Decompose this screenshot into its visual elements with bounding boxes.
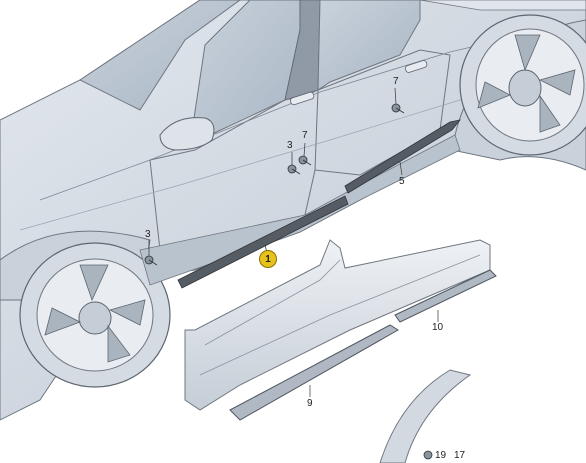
roof-panel: [200, 0, 586, 11]
sill-trim-front: [229, 324, 399, 421]
windshield: [79, 0, 241, 111]
part-number-7-door-label: 7: [302, 130, 308, 141]
part-number-10-label: 10: [432, 322, 444, 333]
wheel-arch-liner: [379, 369, 472, 463]
part-number-3-front-label: 3: [145, 229, 151, 240]
leader-line-7-door: [303, 142, 306, 157]
part-number-19-label: 19: [435, 450, 447, 461]
bolt-7-rear: [391, 103, 405, 114]
sill-inner-line: [199, 254, 481, 376]
bolt-7-door: [298, 155, 312, 166]
rocker-panel: [139, 134, 461, 286]
part-number-7-rear-label: 7: [393, 76, 399, 87]
sill-trim-rear: [394, 269, 497, 323]
sill-upper-line: [204, 259, 341, 346]
rear-door-outline: [314, 49, 451, 176]
side-mirror: [159, 117, 215, 151]
rear-wheel: [459, 14, 586, 156]
front-wheel: [19, 242, 171, 388]
door-molding-rear: [344, 119, 461, 194]
leader-line-7-rear: [394, 87, 397, 105]
sill-panel: [184, 239, 491, 411]
fastener-19: [423, 450, 433, 460]
part-number-1-badge: 1: [259, 250, 277, 268]
leader-line-5: [399, 161, 403, 176]
part-number-9-label: 9: [307, 398, 313, 409]
part-number-17-label: 17: [454, 450, 466, 461]
door-molding-front: [177, 195, 349, 289]
front-door-handle: [290, 91, 315, 106]
part-number-3-door-label: 3: [287, 140, 293, 151]
bolt-3-door: [287, 164, 301, 175]
part-number-5-label: 5: [399, 176, 405, 187]
rear-door-handle: [404, 60, 428, 73]
